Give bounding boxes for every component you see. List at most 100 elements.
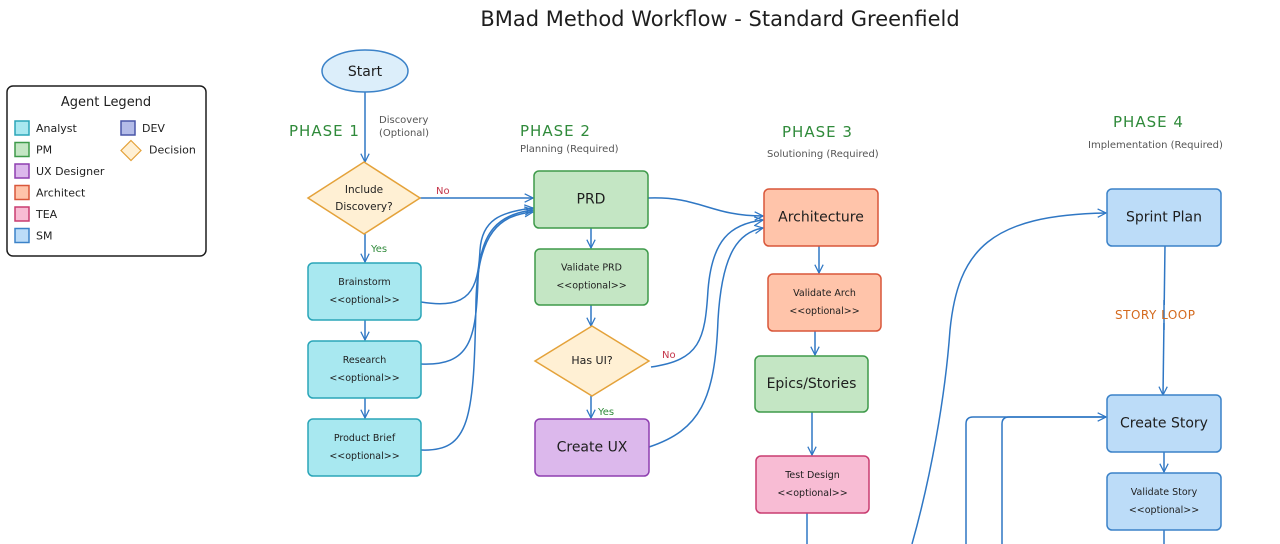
- create-story-label: Create Story: [1120, 416, 1208, 432]
- node-prd[interactable]: PRD: [533, 170, 649, 229]
- brainstorm-label-line1: Brainstorm: [338, 277, 390, 288]
- legend-swatch-sm: [14, 227, 30, 244]
- legend-label-sm: SM: [36, 230, 52, 243]
- node-start[interactable]: Start: [321, 49, 409, 93]
- legend-item-pm: PM: [14, 141, 52, 158]
- edge-loop-back-2: [1001, 416, 1106, 544]
- edge-hasui-no-to-architecture: [650, 220, 763, 368]
- epics-stories-label: Epics/Stories: [767, 376, 857, 392]
- test-design-label-line1: Test Design: [784, 470, 840, 481]
- legend-item-decision: Decision: [120, 139, 196, 162]
- legend-item-analyst: Analyst: [14, 120, 78, 136]
- legend-item-sm: SM: [14, 227, 52, 244]
- has-ui-label: Has UI?: [571, 354, 613, 367]
- product-brief-label-line2: <<optional>>: [329, 451, 399, 462]
- legend-item-tea: TEA: [14, 206, 58, 222]
- legend-box: [6, 85, 207, 257]
- legend-label-pm: PM: [36, 144, 52, 157]
- legend-label-dev: DEV: [142, 122, 165, 135]
- legend-item-dev: DEV: [120, 120, 165, 136]
- research-box: [307, 340, 422, 399]
- legend-swatch-dev: [120, 120, 136, 136]
- architecture-label: Architecture: [778, 210, 864, 226]
- validate-story-label-line1: Validate Story: [1131, 487, 1198, 498]
- edges: [365, 92, 1165, 544]
- legend-swatch-pm: [14, 141, 30, 158]
- sprint-plan-box: [1106, 188, 1222, 247]
- validate-prd-label-line2: <<optional>>: [556, 281, 626, 292]
- research-label-line1: Research: [343, 355, 387, 366]
- legend-item-ux: UX Designer: [14, 163, 105, 179]
- epics-stories-box: [754, 355, 869, 413]
- architecture-box: [763, 188, 879, 247]
- story-loop-label: STORY LOOP: [1115, 308, 1196, 322]
- phase-4-label: PHASE 4: [1113, 113, 1184, 131]
- start-ellipse: [321, 49, 409, 93]
- validate-story-box: [1106, 472, 1222, 531]
- node-brainstorm[interactable]: Brainstorm <<optional>>: [307, 262, 422, 321]
- phase-2-subtitle: Planning (Required): [520, 144, 619, 155]
- create-ux-box: [534, 418, 650, 477]
- validate-story-label-line2: <<optional>>: [1129, 505, 1199, 516]
- edge-label-no-ui: No: [662, 350, 676, 361]
- phase-2-label: PHASE 2: [520, 122, 591, 140]
- node-sprint-plan[interactable]: Sprint Plan: [1106, 188, 1222, 247]
- legend-swatch-ux: [14, 163, 30, 179]
- node-epics-stories[interactable]: Epics/Stories: [754, 355, 869, 413]
- edge-label-yes-discovery: Yes: [370, 244, 387, 255]
- decision-has-ui[interactable]: Has UI?: [533, 325, 651, 397]
- validate-arch-label-line1: Validate Arch: [793, 288, 856, 299]
- brainstorm-box: [307, 262, 422, 321]
- test-design-label-line2: <<optional>>: [777, 488, 847, 499]
- phase-1-label: PHASE 1: [289, 122, 360, 140]
- node-test-design[interactable]: Test Design <<optional>>: [755, 455, 870, 514]
- sprint-plan-label: Sprint Plan: [1126, 210, 1202, 226]
- legend-label-decision: Decision: [149, 144, 196, 157]
- story-loop-bg: [1112, 305, 1210, 323]
- include-discovery-label-line2: Discovery?: [335, 201, 392, 213]
- edge-label-yes-ui: Yes: [597, 407, 614, 418]
- phase-1-subtitle-line1: Discovery: [379, 115, 428, 126]
- node-create-ux[interactable]: Create UX: [534, 418, 650, 477]
- node-research[interactable]: Research<<optional>>: [307, 340, 422, 399]
- product-brief-label-line1: Product Brief: [334, 433, 396, 444]
- phase-3-label: PHASE 3: [782, 123, 853, 141]
- legend-swatch-architect: [14, 184, 30, 201]
- legend-swatch-decision: [120, 139, 142, 162]
- phase-3-subtitle: Solutioning (Required): [767, 149, 879, 160]
- edge-to-sprint-plan: [911, 213, 1106, 544]
- node-validate-story[interactable]: Validate Story <<optional>>: [1106, 472, 1222, 531]
- diagram-title: BMad Method Workflow - Standard Greenfie…: [480, 7, 959, 31]
- legend-swatch-analyst: [14, 120, 30, 136]
- legend-label-analyst: Analyst: [36, 122, 78, 135]
- include-discovery-diamond: [306, 161, 422, 235]
- validate-arch-label-line2: <<optional>>: [789, 306, 859, 317]
- legend-item-architect: Architect: [14, 184, 86, 201]
- prd-box: [533, 170, 649, 229]
- legend-title: Agent Legend: [61, 95, 151, 110]
- node-create-story[interactable]: Create Story: [1106, 394, 1222, 453]
- legend-label-architect: Architect: [36, 187, 86, 200]
- include-discovery-label-line1: Include: [345, 184, 383, 196]
- node-validate-arch[interactable]: Validate Arch <<optional>>: [767, 273, 882, 332]
- validate-prd-label-line1: Validate PRD: [561, 263, 622, 274]
- phase-4-subtitle: Implementation (Required): [1088, 140, 1223, 151]
- edge-ux-to-architecture: [648, 228, 763, 448]
- start-label: Start: [348, 64, 383, 80]
- brainstorm-label-line2: <<optional>>: [329, 295, 399, 306]
- legend-swatch-tea: [14, 206, 30, 222]
- node-product-brief[interactable]: Product Brief <<optional>>: [307, 418, 422, 477]
- product-brief-box: [307, 418, 422, 477]
- legend-label-tea: TEA: [35, 208, 58, 221]
- legend-label-ux: UX Designer: [36, 165, 105, 178]
- validate-arch-box: [767, 273, 882, 332]
- node-validate-prd[interactable]: Validate PRD <<optional>>: [534, 248, 649, 306]
- edge-brief-to-prd: [420, 212, 533, 451]
- has-ui-diamond: [533, 325, 651, 397]
- node-architecture[interactable]: Architecture: [763, 188, 879, 247]
- phase-1-subtitle-line2: (Optional): [379, 128, 429, 139]
- create-story-box: [1106, 394, 1222, 453]
- edge-loop-back-1: [965, 417, 1106, 544]
